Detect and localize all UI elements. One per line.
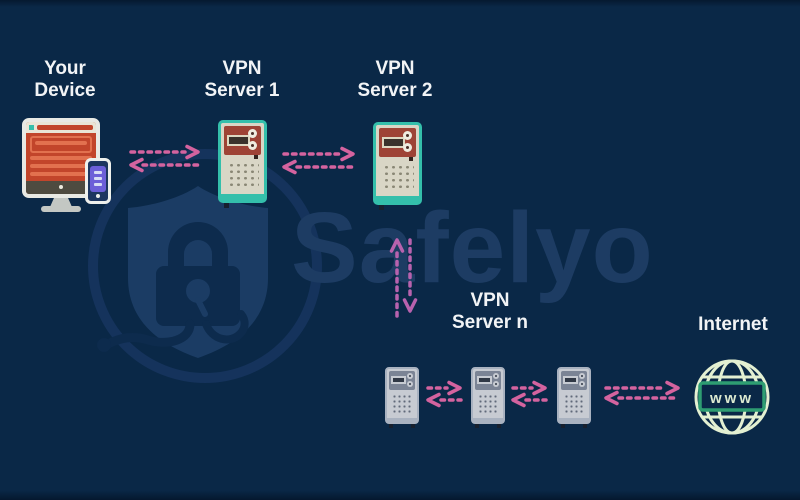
chain-server-2-icon (471, 367, 505, 428)
server-vent-grid (381, 162, 414, 192)
label-vpn-server-1: VPN Server 1 (187, 58, 297, 102)
server-display (477, 376, 492, 384)
server-button (248, 129, 257, 138)
desktop-computer-icon (22, 118, 100, 198)
monitor-power-dot (59, 185, 63, 189)
server-panel (475, 371, 501, 390)
www-banner-text: www (709, 390, 754, 407)
browser-content (26, 133, 96, 181)
server-button (407, 381, 413, 387)
server-vent-grid (391, 393, 413, 415)
label-internet-line1: Internet (698, 314, 768, 335)
watermark-brand-text: Safelyo (291, 192, 654, 304)
browser-toolbar (26, 122, 96, 133)
server-vent-grid (477, 393, 499, 415)
arrows-chain1-chain2 (426, 380, 463, 408)
server-button (493, 381, 499, 387)
server-button (403, 131, 412, 140)
monitor-bezel (26, 181, 96, 194)
label-vpn-server-2-line1: VPN (375, 58, 415, 79)
server-display (391, 376, 406, 384)
label-vpn-server-n-line1: VPN (470, 290, 510, 311)
server-base-strip (387, 418, 417, 422)
label-vpn-server-n: VPN Server n (435, 290, 545, 334)
vpn-server-2-icon (373, 122, 422, 210)
label-vpn-server-n-line2: Server n (451, 312, 529, 333)
server-panel (561, 371, 587, 390)
server-button (248, 141, 257, 150)
browser-address-bar (37, 125, 93, 130)
arrows-chainN-internet (604, 380, 680, 406)
server-vent-grid (226, 160, 259, 190)
browser-button (29, 125, 34, 130)
arrows-chain2-chainN (511, 380, 548, 408)
content-line (30, 164, 92, 168)
monitor-stand-base (41, 206, 81, 212)
server-base-strip (221, 194, 264, 200)
server-button (579, 373, 585, 379)
server-display (382, 137, 405, 148)
content-card (30, 136, 92, 153)
internet-globe-www-icon: www (694, 359, 770, 435)
server-display (227, 135, 250, 146)
server-panel (379, 128, 416, 161)
server-base-strip (559, 418, 589, 422)
server-display (563, 376, 578, 384)
server-button (579, 381, 585, 387)
server-button (403, 143, 412, 152)
label-vpn-server-2: VPN Server 2 (340, 58, 450, 102)
server-base-strip (473, 418, 503, 422)
server-base-strip (376, 196, 419, 202)
label-your-device-line1: Your (44, 58, 86, 79)
label-vpn-server-2-line2: Server 2 (357, 80, 433, 101)
smartphone-home-button (96, 194, 100, 198)
chain-server-n-icon (557, 367, 591, 428)
server-button (493, 373, 499, 379)
content-line (30, 156, 92, 160)
smartphone-screen (90, 166, 106, 192)
server-button (407, 373, 413, 379)
smartphone-icon (85, 158, 111, 204)
chain-server-1-icon (385, 367, 419, 428)
label-vpn-server-1-line2: Server 1 (204, 80, 280, 101)
label-internet: Internet (678, 314, 788, 336)
label-your-device-line2: Device (34, 80, 96, 101)
label-your-device: Your Device (10, 58, 120, 102)
shield-lock-watermark-icon (88, 149, 322, 383)
server-panel (389, 371, 415, 390)
label-vpn-server-1-line1: VPN (222, 58, 262, 79)
server-panel (224, 126, 261, 159)
server-vent-grid (563, 393, 585, 415)
content-line (30, 172, 92, 176)
vpn-server-1-icon (218, 120, 267, 208)
monitor-stand-neck (50, 198, 72, 207)
